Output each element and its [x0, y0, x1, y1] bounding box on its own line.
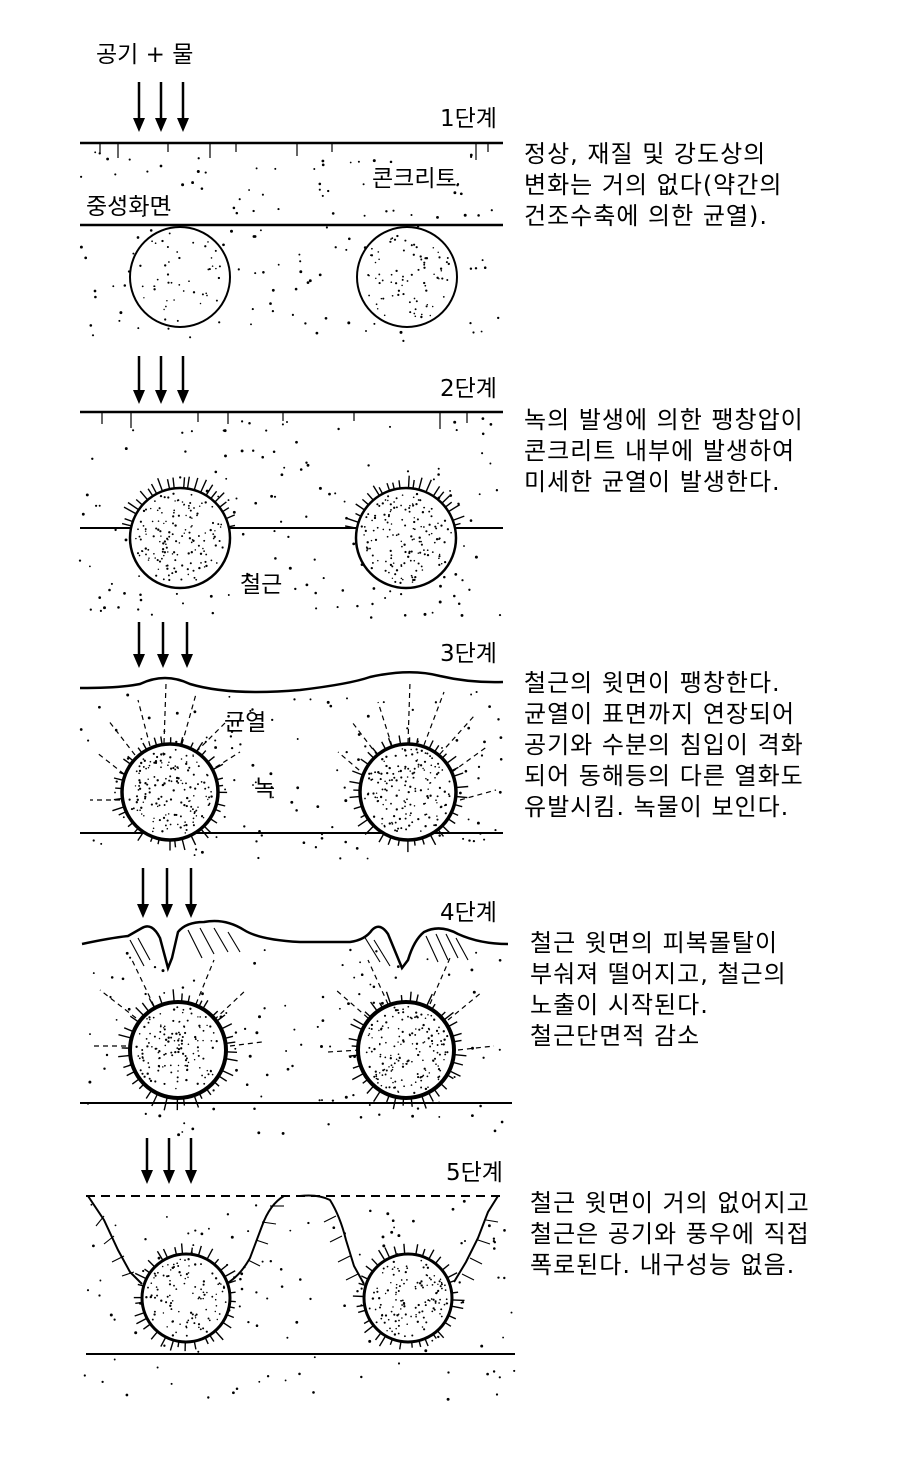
- stage5-rust-spikes-left: [133, 1243, 237, 1352]
- arrows-stage4: [137, 868, 197, 918]
- stage2-micro-cracks-left: [121, 476, 236, 528]
- stage5-rebar-left-texture: [145, 1258, 227, 1337]
- neutral-plane-label: 중성화면: [86, 194, 171, 220]
- rust-label: 녹: [254, 776, 276, 802]
- stage1-shrinkage-cracks: [99, 144, 489, 160]
- stage1-rebar-left: [129, 226, 231, 328]
- stage1-description-line: 건조수축에 의한 균열).: [524, 202, 768, 230]
- air-water-label: 공기 + 물: [96, 42, 194, 68]
- stage1-description-line: 변화는 거의 없다(약간의: [524, 171, 783, 199]
- stage4-description: 철근 윗면의 피복몰탈이 부숴져 떨어지고, 철근의 노출이 시작된다. 철근단…: [530, 928, 787, 1052]
- stage3-description-line: 공기와 수분의 침입이 격화: [524, 731, 804, 759]
- stage4-description-line: 노출이 시작된다.: [530, 991, 709, 1019]
- stage2-rebar-right: [354, 486, 458, 590]
- arrows-stage1: [133, 82, 189, 132]
- arrows-stage3: [133, 622, 193, 668]
- stage4-rust-spikes-right: [348, 991, 467, 1110]
- stage1-rebar-right: [356, 226, 458, 328]
- stage5-description-line: 폭로된다. 내구성능 없음.: [530, 1251, 796, 1279]
- stage2-title: 2단계: [440, 376, 497, 402]
- stage3-description-line: 되어 동해등의 다른 열화도: [524, 762, 804, 790]
- concrete-label: 콘크리트: [372, 166, 457, 192]
- stage1-description-line: 정상, 재질 및 강도상의: [524, 140, 767, 168]
- stage5-eroded-hatch: [95, 1205, 499, 1281]
- stage4-title: 4단계: [440, 900, 497, 926]
- stage4-rebar-left-texture: [135, 1006, 218, 1090]
- stage5-description-line: 철근 윗면이 거의 없어지고: [530, 1189, 810, 1217]
- stage3-rebar-right-texture: [364, 748, 451, 833]
- arrows-stage5: [141, 1138, 197, 1184]
- stage2-rebar-right-texture: [360, 492, 452, 585]
- stage4-rebar-right-texture: [365, 1005, 449, 1095]
- stage3-rust-spikes-right: [349, 735, 469, 853]
- stage3-description-line: 균열이 표면까지 연장되어: [524, 700, 796, 728]
- stage3-rebar-left-texture: [128, 748, 213, 834]
- stage2-rebar-left: [128, 486, 232, 590]
- stage5-description: 철근 윗면이 거의 없어지고 철근은 공기와 풍우에 직접 폭로된다. 내구성능…: [530, 1188, 810, 1281]
- stage3-description-line: 유발시킴. 녹물이 보인다.: [524, 793, 790, 821]
- arrows-stage2: [133, 356, 189, 404]
- stage3-title: 3단계: [440, 641, 497, 667]
- stage3-rust-spikes-left: [112, 736, 228, 851]
- stage5-rebar-right-texture: [368, 1259, 449, 1338]
- stage2-panel: [78, 410, 503, 619]
- stage4-description-line: 철근단면적 감소: [530, 1022, 701, 1050]
- stage2-description-line: 미세한 균열이 발생한다.: [524, 468, 781, 496]
- stage4-rebar-right: [356, 1000, 456, 1100]
- stage2-description-line: 콘크리트 내부에 발생하여: [524, 437, 796, 465]
- stage4-panel: [80, 919, 512, 1137]
- stage1-description: 정상, 재질 및 강도상의 변화는 거의 없다(약간의 건조수축에 의한 균열)…: [524, 139, 782, 232]
- stage3-description: 철근의 윗면이 팽창한다. 균열이 표면까지 연장되어 공기와 수분의 침입이 …: [524, 668, 804, 823]
- stage4-description-line: 부숴져 떨어지고, 철근의: [530, 960, 787, 988]
- stage2-surface-cracks: [101, 413, 468, 429]
- stage4-radial-cracks: [92, 957, 495, 1053]
- stage1-panel: [79, 141, 503, 342]
- stage4-rebar-left: [128, 1000, 228, 1100]
- stage4-rust-spikes-left: [118, 989, 238, 1111]
- stage1-title: 1단계: [440, 106, 497, 132]
- stage5-description-line: 철근은 공기와 풍우에 직접: [530, 1220, 810, 1248]
- stage3-panel: [79, 670, 504, 860]
- stage4-spalling-hatch: [129, 927, 469, 967]
- stage5-panel: [83, 1194, 516, 1401]
- crack-label: 균열: [224, 710, 267, 736]
- stage2-rebar-left-texture: [135, 492, 224, 582]
- stage5-title: 5단계: [446, 1160, 503, 1186]
- rebar-label: 철근: [240, 572, 283, 598]
- stage5-rust-spikes-right: [352, 1243, 465, 1350]
- stage2-description: 녹의 발생에 의한 팽창압이 콘크리트 내부에 발생하여 미세한 균열이 발생한…: [524, 405, 804, 498]
- stage3-bulged-surface: [79, 670, 504, 694]
- stage2-description-line: 녹의 발생에 의한 팽창압이: [524, 406, 804, 434]
- stage1-rebar-right-texture: [367, 234, 450, 319]
- stage2-micro-cracks-right: [344, 475, 465, 529]
- stage5-eroded-profile-right: [299, 1194, 499, 1285]
- stage5-rebar-right: [362, 1252, 454, 1344]
- stage4-description-line: 철근 윗면의 피복몰탈이: [530, 929, 779, 957]
- stage1-rebar-left-texture: [139, 232, 221, 322]
- stage4-broken-surface: [81, 919, 509, 972]
- stage3-description-line: 철근의 윗면이 팽창한다.: [524, 669, 781, 697]
